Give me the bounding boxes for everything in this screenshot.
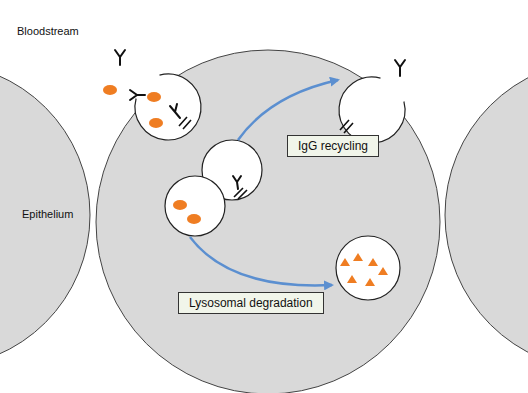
vesicle-fill — [135, 74, 201, 140]
epithelial-cell — [96, 50, 440, 393]
lysosome — [336, 236, 400, 300]
fcrn-receptor — [179, 117, 353, 199]
box-text: IgG recycling — [298, 139, 368, 153]
region-label: Bloodstream — [17, 25, 79, 38]
igg-antibody — [115, 50, 405, 189]
pathway-arrow — [238, 80, 338, 140]
pathway-box: IgG recycling — [287, 135, 379, 157]
sorting-vesicle — [165, 176, 225, 236]
endocytic-vesicle — [135, 74, 201, 140]
degraded-protein — [340, 253, 388, 286]
pathway-arrow — [190, 237, 332, 285]
recycling-vesicle — [339, 77, 405, 143]
epithelial-cell — [0, 63, 90, 367]
pathway-box: Lysosomal degradation — [178, 292, 324, 314]
region-label: Epithelium — [22, 208, 73, 221]
box-text: Lysosomal degradation — [189, 296, 313, 310]
serum-protein — [103, 85, 201, 224]
epithelial-cell — [445, 60, 528, 370]
vesicle-fill — [339, 77, 405, 143]
